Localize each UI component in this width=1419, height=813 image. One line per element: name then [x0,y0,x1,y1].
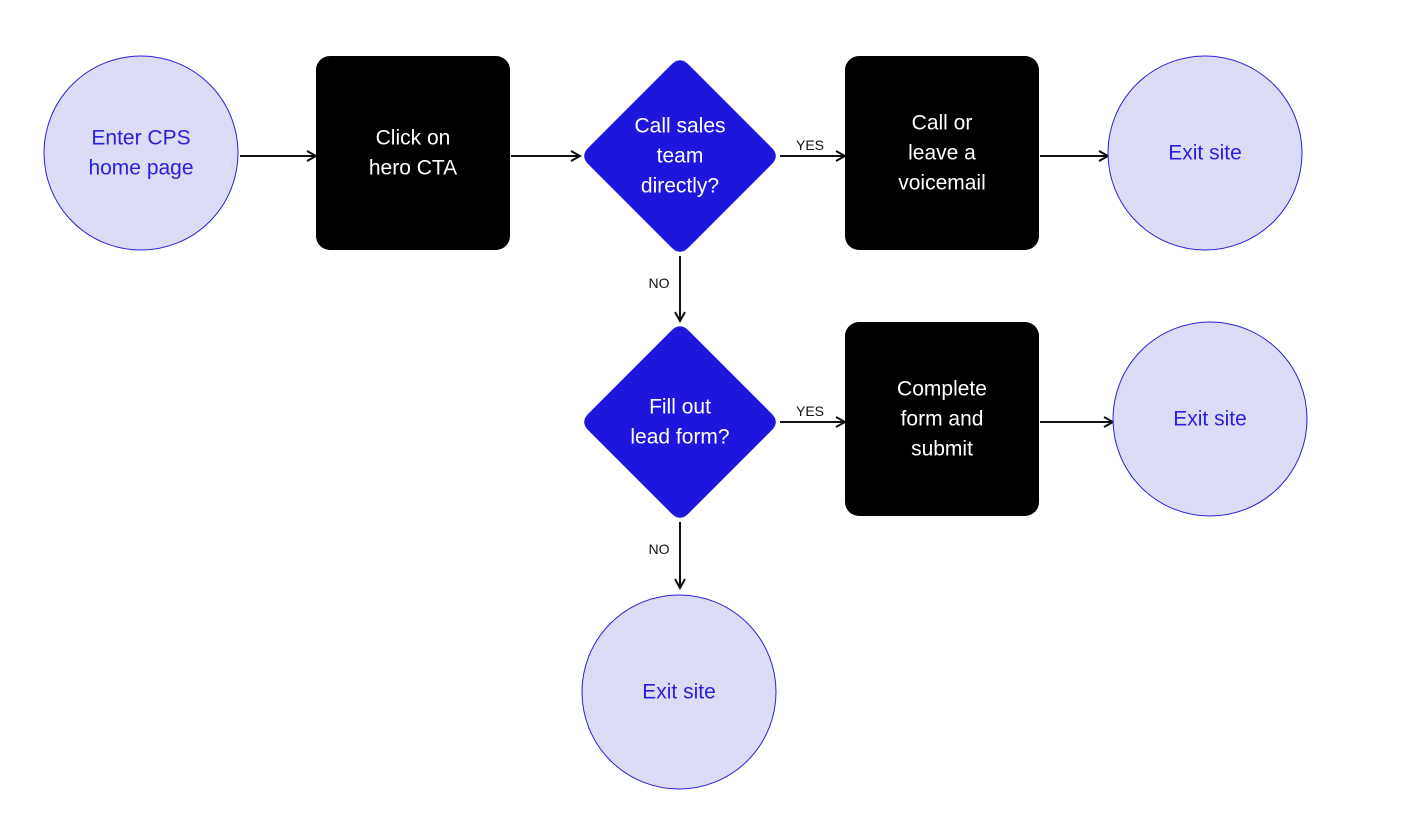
node-start: Enter CPS home page [43,55,239,251]
edge-label-no: NO [649,275,670,291]
node-exit-3: Exit site [581,594,777,790]
node-form-action: Complete form and submit [845,322,1039,516]
node-label-line: leave a [908,142,976,165]
node-form-decision: Fill out lead form? [584,326,776,518]
node-label-line: Call sales [634,115,725,138]
terminal-shape [1112,321,1308,517]
node-exit-1: Exit site [1107,55,1303,251]
terminal-shape [1107,55,1303,251]
node-label-line: Complete [897,378,987,401]
connectors [240,156,1113,588]
terminal-shape [581,594,777,790]
node-label-line: Call or [912,112,973,135]
process-shape [845,322,1039,516]
node-label-line: Click on [376,127,451,150]
node-label-line: Exit site [1168,142,1242,165]
node-label-line: voicemail [898,172,986,195]
edge-labels: YES NO YES NO [649,137,825,557]
decision-shape [584,60,776,252]
node-label-line: Exit site [1173,408,1247,431]
node-label-line: form and [901,408,984,431]
node-label-line: team [657,145,704,168]
node-label-line: Fill out [649,396,711,419]
node-label-line: hero CTA [369,157,457,180]
node-call-decision: Call sales team directly? [584,60,776,252]
node-label-line: submit [911,438,973,461]
terminal-shape [43,55,239,251]
node-hero-cta: Click on hero CTA [316,56,510,250]
node-label-line: lead form? [630,426,729,449]
edge-label-yes: YES [796,137,824,153]
edge-label-no: NO [649,541,670,557]
node-call-action: Call or leave a voicemail [845,56,1039,250]
process-shape [316,56,510,250]
node-label-line: Enter CPS [91,127,190,150]
node-label-line: Exit site [642,681,716,704]
edge-label-yes: YES [796,403,824,419]
process-shape [845,56,1039,250]
node-label-line: directly? [641,175,719,198]
node-exit-2: Exit site [1112,321,1308,517]
nodes: Enter CPS home page Click on hero CTA Call s… [43,55,1308,790]
node-label-line: home page [88,157,193,180]
decision-shape [584,326,776,518]
